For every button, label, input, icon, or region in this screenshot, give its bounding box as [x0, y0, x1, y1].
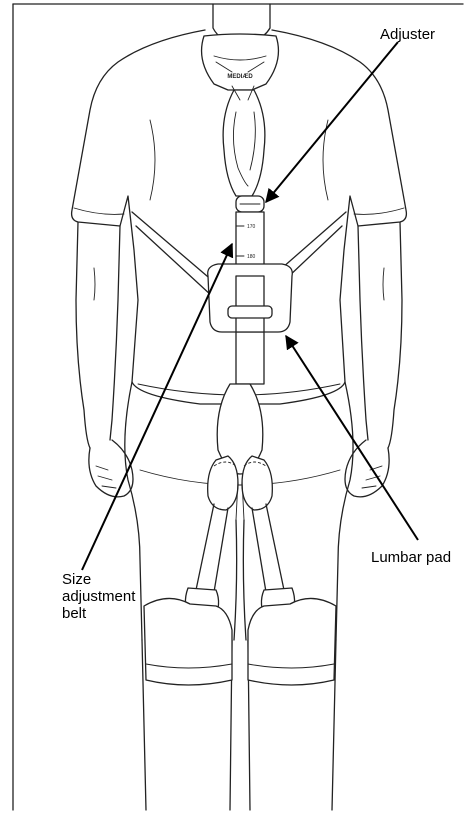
size-adjustment-belt-label: Size adjustment belt	[62, 571, 135, 622]
adjuster	[236, 196, 264, 212]
lumbar-buckle	[228, 306, 272, 318]
belt-scale-tick: 180	[247, 254, 256, 260]
adjuster-callout-arrow	[266, 42, 398, 202]
knee-cuffs	[144, 598, 336, 685]
belt-callout-arrow	[82, 244, 232, 570]
brand-logo: MEDIÆD	[227, 74, 253, 80]
adjuster-label: Adjuster	[380, 26, 435, 43]
upper-spine-pad	[223, 86, 265, 196]
belt-scale-tick: 170	[247, 224, 256, 230]
lumbar-pad	[208, 264, 293, 332]
lumbar-pad-callout-arrow	[286, 336, 418, 540]
lumbar-pad-label: Lumbar pad	[371, 549, 451, 566]
lower-harness	[185, 384, 294, 620]
